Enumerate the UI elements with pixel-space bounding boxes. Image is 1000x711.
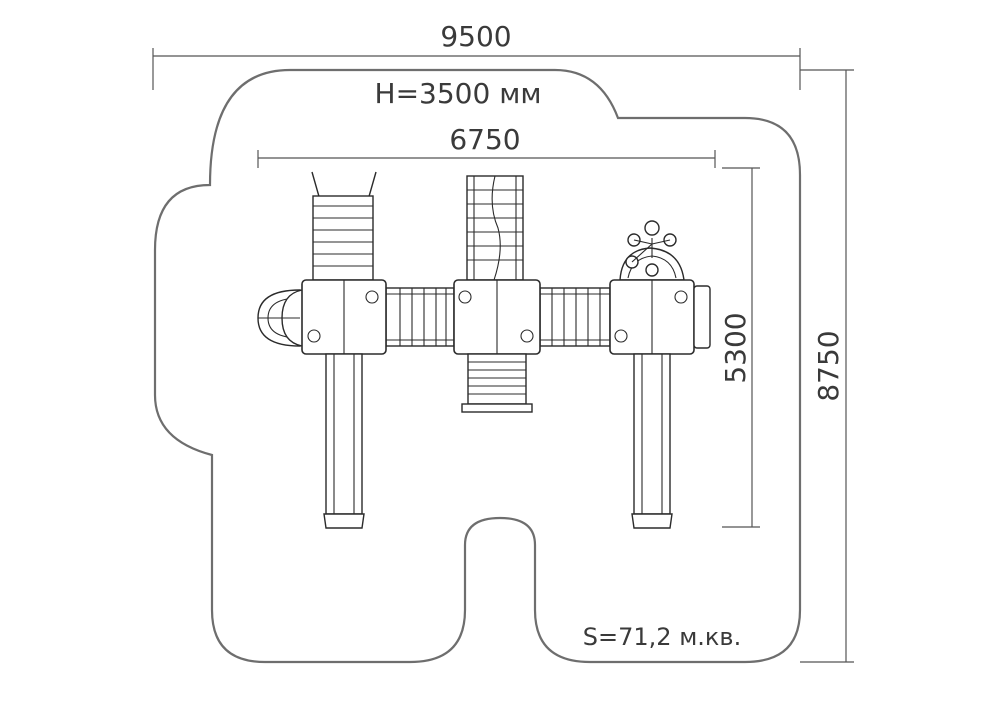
- left-slide: [323, 353, 365, 529]
- left-bridge: [385, 287, 455, 347]
- flower-wheel-panel: [619, 220, 685, 281]
- dimension-overall-width: 9500: [152, 20, 801, 90]
- inner-width-label: 6750: [449, 123, 520, 156]
- overall-width-label: 9500: [440, 20, 511, 53]
- center-tower: [453, 279, 541, 355]
- inner-depth-label: 5300: [719, 312, 752, 383]
- playground-equipment: [257, 171, 711, 529]
- dimension-overall-depth: 8750: [800, 69, 854, 663]
- center-stairs: [461, 353, 533, 413]
- right-tower: [609, 279, 695, 355]
- center-climbing-net: [466, 175, 524, 281]
- right-slide: [631, 353, 673, 529]
- left-round-climber: [257, 289, 303, 347]
- dimension-inner-depth: 5300: [719, 167, 760, 528]
- area-label: S=71,2 м.кв.: [583, 623, 741, 651]
- height-label: H=3500 мм: [375, 77, 542, 110]
- overall-depth-label: 8750: [812, 330, 845, 401]
- left-ladder: [311, 171, 377, 281]
- right-side-panel: [693, 285, 711, 349]
- right-bridge: [539, 287, 611, 347]
- dimension-inner-width: 6750: [257, 123, 716, 168]
- left-tower: [301, 279, 387, 355]
